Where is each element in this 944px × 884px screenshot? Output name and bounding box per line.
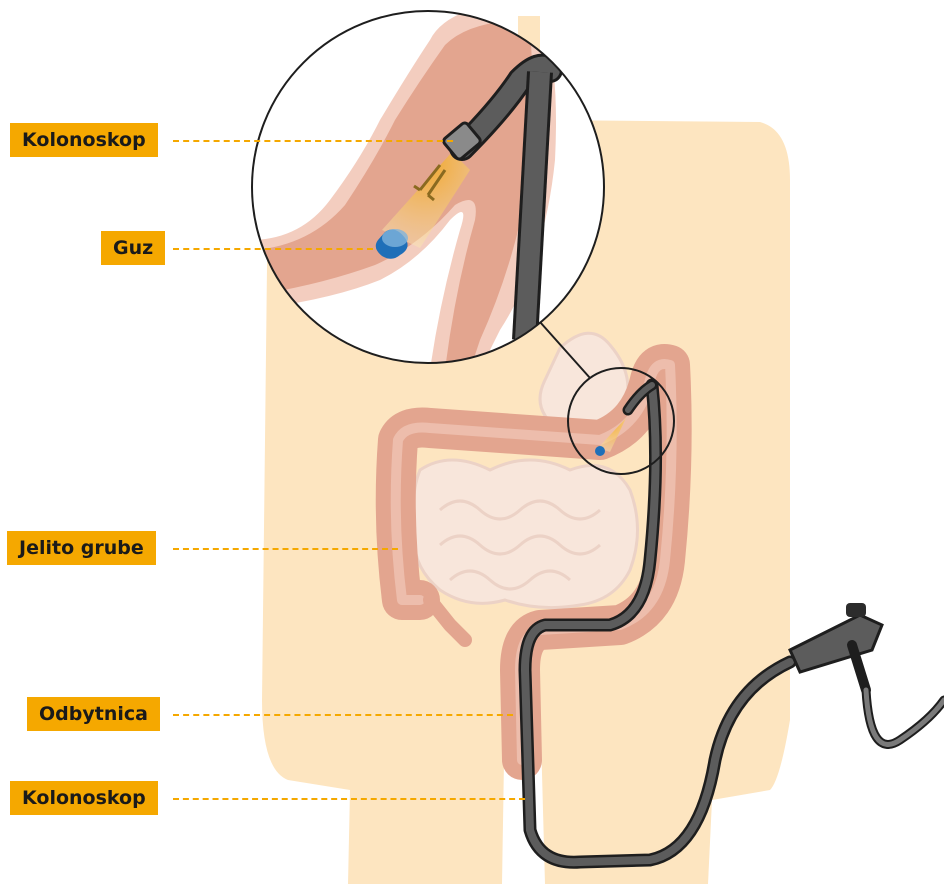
label-colonoscope-top: Kolonoskop bbox=[10, 123, 158, 157]
leader-large-intestine bbox=[173, 548, 398, 550]
label-colonoscope-bottom: Kolonoskop bbox=[10, 781, 158, 815]
leader-tumor bbox=[173, 248, 373, 250]
label-tumor: Guz bbox=[101, 231, 165, 265]
label-rectum: Odbytnica bbox=[27, 697, 160, 731]
leader-colonoscope-bottom bbox=[173, 798, 525, 800]
leader-colonoscope-top bbox=[173, 140, 453, 142]
label-large-intestine: Jelito grube bbox=[7, 531, 156, 565]
leader-rectum bbox=[173, 714, 513, 716]
colonoscope-handle bbox=[790, 603, 944, 744]
